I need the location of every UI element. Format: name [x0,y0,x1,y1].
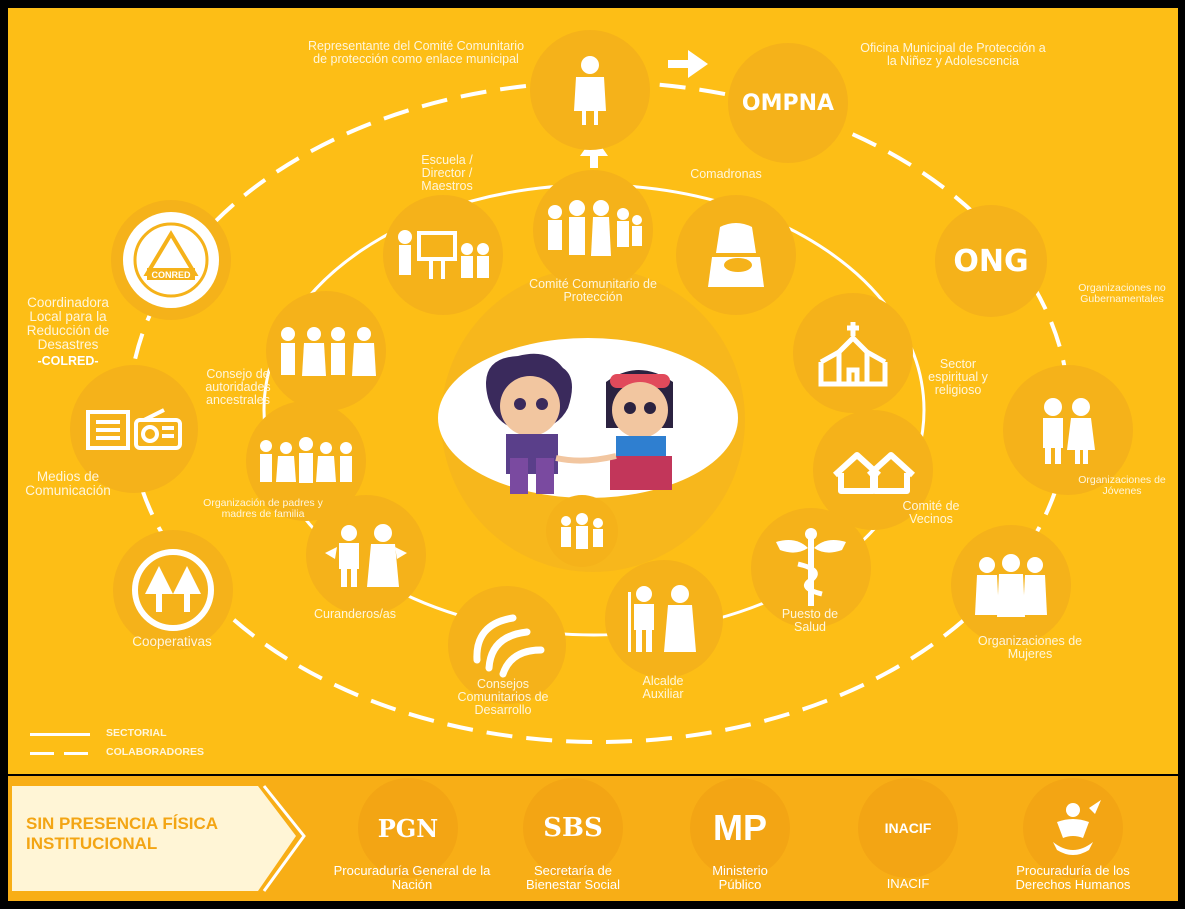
consejos-comunitarios-label: Consejos Comunitarios de Desarrollo [457,677,549,717]
ong-label: Organizaciones no Gubernamentales [1078,282,1166,305]
medios-node [70,365,198,493]
inacif-label: INACIF [886,876,930,891]
ancestral-authorities-icon [281,327,376,376]
comadronas-label: Comadronas [690,167,762,181]
caduceus-icon [776,528,846,606]
parents-icon [260,437,352,483]
comadronas-node [676,195,796,315]
sector-espiritual-label: Sector espiritual y religioso [928,357,988,397]
ompna-node: OMPNA [728,43,848,163]
puesto-salud-label: Puesto de Salud [781,607,839,634]
sbs-abbr: SBS [543,813,603,843]
pdh-node [1023,778,1123,878]
church-icon [818,322,888,387]
pdh-label: Procuraduría de los Derechos Humanos [1015,863,1131,892]
inacif-abbr: INACIF [884,820,932,836]
consejo-ancestrales-node [266,291,386,411]
school-icon [398,230,489,279]
cocode-logo-icon [473,614,545,678]
cooperativas-label: Cooperativas [132,634,212,649]
medios-label: Medios de Comunicación [25,469,111,498]
center-children-circle [438,338,738,498]
escuela-node [383,195,503,315]
family-node [546,495,618,567]
inacif-node: INACIF [858,778,958,878]
pdh-logo-icon [1053,800,1101,855]
colred-abbr: -COLRED- [37,354,99,368]
padres-node [246,401,366,521]
sector-espiritual-node [793,293,913,413]
children-illustration [486,353,673,494]
youth-icon [1043,398,1095,464]
colred-node: CONRED [111,200,231,320]
media-icon [86,408,182,450]
cooperative-logo-icon [132,549,214,631]
legend-solid-line [30,733,90,736]
mp-label: Ministerio Público [712,863,768,892]
jovenes-label: Organizaciones de Jóvenes [1078,474,1166,497]
consejos-comunitarios-node [448,586,566,704]
ong-node: ONG [935,205,1047,317]
women-icon [975,554,1047,617]
mujeres-label: Organizaciones de Mujeres [977,634,1083,661]
healers-icon [325,524,407,587]
person-icon [574,56,606,125]
comite-comunitario-node [533,170,653,290]
conred-logo-icon: CONRED [123,212,219,308]
curanderos-label: Curanderos/as [314,607,396,621]
pgn-label: Procuraduría General de la Nación [333,863,491,892]
mujeres-node [951,525,1071,645]
alcalde-node [605,560,723,678]
comite-comunitario-label: Comité Comunitario de Protección [529,277,657,304]
legend-dashed-line [30,752,90,755]
sbs-node: SBS [523,778,623,878]
comite-vecinos-node [813,410,933,530]
sin-presencia-box [12,785,306,892]
comite-vecinos-label: Comité de Vecinos [902,499,960,526]
community-group-icon [548,200,642,256]
midwife-icon [708,223,764,287]
right-arrow-icon [668,50,708,78]
jovenes-node [1003,365,1133,495]
sbs-label: Secretaría de Bienestar Social [526,863,620,892]
diagram-main-area: Representante del Comité Comunitario de … [8,8,1178,774]
sin-presencia-band: SIN PRESENCIA FÍSICA INSTITUCIONAL PGN P… [8,776,1178,901]
puesto-salud-node [751,508,871,628]
legend-sectorial-label: SECTORIAL [106,727,167,739]
padres-label: Organización de padres y madres de famil… [203,497,323,520]
ompna-label: Oficina Municipal de Protección a la Niñ… [860,41,1046,68]
representante-node [530,30,650,150]
mp-node: MP [690,778,790,878]
sin-presencia-title: SIN PRESENCIA FÍSICA INSTITUCIONAL [26,814,218,853]
cooperativas-node [113,530,233,650]
representante-label: Representante del Comité Comunitario de … [307,39,525,66]
legend-colaboradores-label: COLABORADORES [106,746,205,758]
pgn-abbr: PGN [377,813,439,843]
alcalde-label: Alcalde Auxiliar [642,674,684,701]
escuela-label: Escuela / Director / Maestros [421,153,473,193]
ompna-abbr: OMPNA [741,90,835,116]
conred-logo-text: CONRED [151,270,191,280]
pgn-node: PGN [358,778,458,878]
colred-label: Coordinadora Local para la Reducción de … [26,295,110,352]
consejo-ancestrales-label: Consejo de autoridades ancestrales [205,367,271,407]
houses-icon [832,452,915,494]
mp-abbr: MP [713,807,767,848]
ong-abbr: ONG [953,243,1029,279]
up-arrow-icon [580,136,608,168]
mayor-icon [628,585,696,652]
